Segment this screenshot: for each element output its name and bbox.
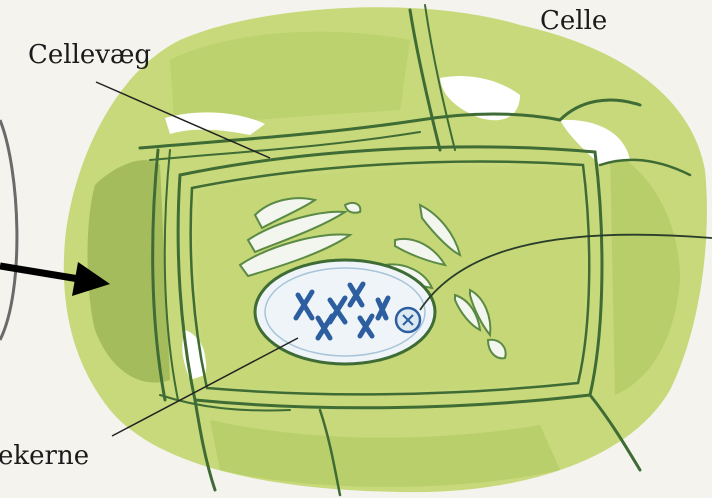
cell-wall-label: Cellevæg [28,42,151,68]
magnifier-circle-edge [0,120,17,340]
nucleus-label: ekerne [0,443,89,469]
cell-label: Celle [540,8,607,34]
